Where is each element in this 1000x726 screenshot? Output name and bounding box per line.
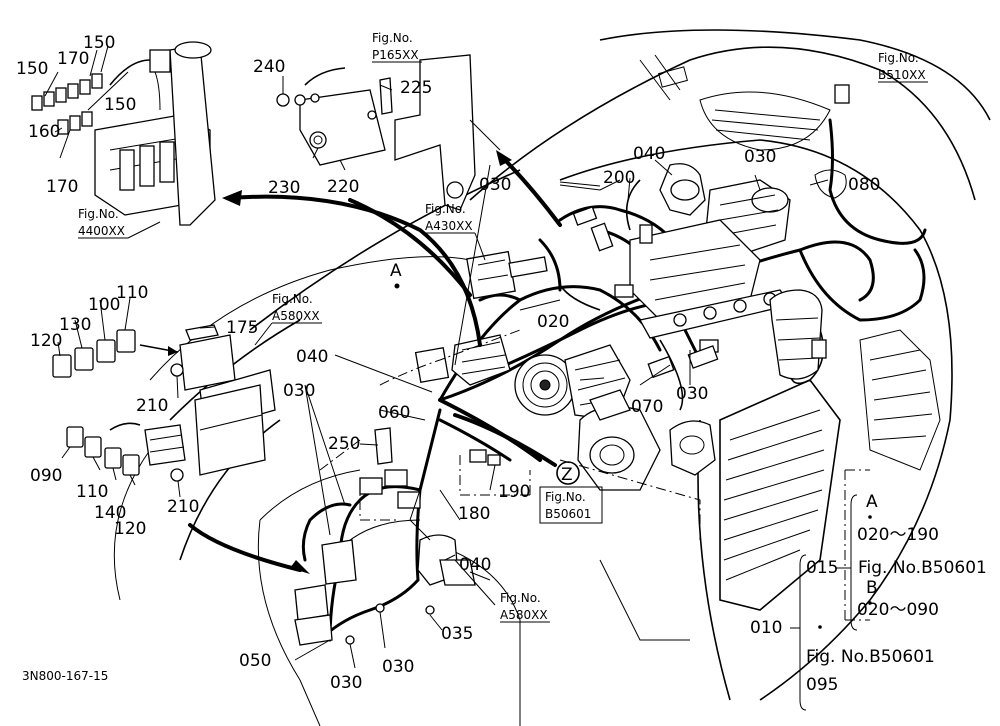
relay-block-a	[451, 334, 511, 386]
diagram-code: 3N800-167-15	[22, 669, 108, 683]
part-label: 035	[441, 624, 473, 644]
marker-a: A	[390, 261, 402, 289]
relay-bracket-upper	[52, 324, 276, 482]
svg-text:4400XX: 4400XX	[78, 224, 125, 238]
part-label: 070	[631, 397, 663, 417]
fig-ref-p165xx: Fig.No. P165XX	[372, 31, 422, 63]
part-label: 170	[46, 177, 78, 197]
suction-control-valve	[669, 420, 716, 476]
part-label: 220	[327, 177, 359, 197]
svg-text:P165XX: P165XX	[372, 48, 419, 62]
reference-arrows	[139, 150, 562, 574]
part-label: 090	[30, 466, 62, 486]
fig-ref-a430xx: Fig.No. A430XX	[425, 202, 486, 261]
part-label: 200	[603, 168, 635, 188]
svg-text:B510XX: B510XX	[878, 68, 926, 82]
svg-text:Fig.No.: Fig.No.	[372, 31, 413, 45]
part-label: 060	[378, 403, 410, 423]
fuel-filter	[769, 289, 823, 380]
svg-text:B50601: B50601	[545, 507, 591, 521]
part-label: 040	[633, 144, 665, 164]
part-label: 030	[330, 673, 362, 693]
part-label: 190	[498, 482, 530, 502]
part-label: 130	[59, 315, 91, 335]
lower-harness-assembly	[294, 427, 501, 646]
hood-vent	[699, 91, 831, 151]
part-label: 160	[28, 122, 60, 142]
legend-010: 010	[750, 618, 782, 638]
leader-lines	[44, 45, 829, 669]
part-label: 030	[382, 657, 414, 677]
assembly-key-legend: A 020～190 015 Fig. No.B50601 B 020～090 0…	[750, 492, 987, 711]
part-label: 170	[57, 49, 89, 69]
part-label: 020	[537, 312, 569, 332]
part-label: 175	[226, 318, 258, 338]
group-boundary-lines	[319, 329, 870, 621]
part-label: 100	[88, 295, 120, 315]
bracket-assembly	[276, 54, 501, 211]
legend-a-label: A	[866, 492, 878, 512]
legend-015: 015	[806, 558, 838, 578]
part-label: 210	[136, 396, 168, 416]
fig-ref-b50601: Fig.No. B50601	[539, 486, 603, 524]
svg-text:Fig.No.: Fig.No.	[545, 490, 586, 504]
part-label: 180	[458, 504, 490, 524]
legend-010-ref: Fig. No.B50601	[806, 647, 935, 667]
part-label: 030	[744, 147, 776, 167]
svg-text:Fig.No.: Fig.No.	[425, 202, 466, 216]
marker-z: Z	[556, 461, 580, 485]
svg-text:Fig.No.: Fig.No.	[78, 207, 119, 221]
fig-ref-4400xx: Fig.No. 4400XX	[78, 207, 161, 239]
engine-components	[414, 84, 850, 491]
fig-ref-a580xx-upper: Fig.No. A580XX	[254, 292, 322, 346]
part-label: 240	[253, 57, 285, 77]
part-label: 150	[104, 95, 136, 115]
legend-015-ref: Fig. No.B50601	[858, 558, 987, 578]
svg-text:Fig.No.: Fig.No.	[272, 292, 313, 306]
part-label: 030	[479, 175, 511, 195]
part-label: 030	[283, 381, 315, 401]
part-label: 150	[16, 59, 48, 79]
fig-ref-b510xx: Fig.No. B510XX	[878, 51, 928, 83]
svg-text:A430XX: A430XX	[425, 219, 473, 233]
tractor-body-outline	[113, 29, 991, 726]
svg-text:A580XX: A580XX	[272, 309, 320, 323]
part-label: 080	[848, 175, 880, 195]
legend-b-label: B	[866, 578, 878, 598]
relay	[149, 49, 171, 73]
part-label: 140	[94, 503, 126, 523]
part-label: 210	[167, 497, 199, 517]
part-label: 110	[116, 283, 148, 303]
svg-text:Fig.No.: Fig.No.	[878, 51, 919, 65]
part-label: 110	[76, 482, 108, 502]
part-label: 040	[296, 347, 328, 367]
svg-text:A580XX: A580XX	[500, 608, 548, 622]
legend-095: 095	[806, 675, 838, 695]
part-label: 120	[114, 519, 146, 539]
part-label: 150	[83, 33, 115, 53]
part-label: 120	[30, 331, 62, 351]
part-label: 230	[268, 178, 300, 198]
marker-z-label: Z	[561, 465, 573, 485]
fig-ref-a580xx-lower: Fig.No. A580XX	[500, 591, 550, 623]
part-label: 050	[239, 651, 271, 671]
part-number-labels: 150 170 150 150 160 170 240 225 230 220 …	[16, 33, 880, 693]
fuse-box-assembly	[31, 41, 216, 226]
marker-a-label: A	[390, 261, 402, 281]
svg-text:Fig.No.: Fig.No.	[500, 591, 541, 605]
legend-a-range: 020～190	[857, 525, 939, 545]
legend-b-range: 020～090	[857, 600, 939, 620]
part-label: 040	[459, 555, 491, 575]
part-label: 225	[400, 78, 432, 98]
part-label: 030	[676, 384, 708, 404]
part-label: 250	[328, 434, 360, 454]
